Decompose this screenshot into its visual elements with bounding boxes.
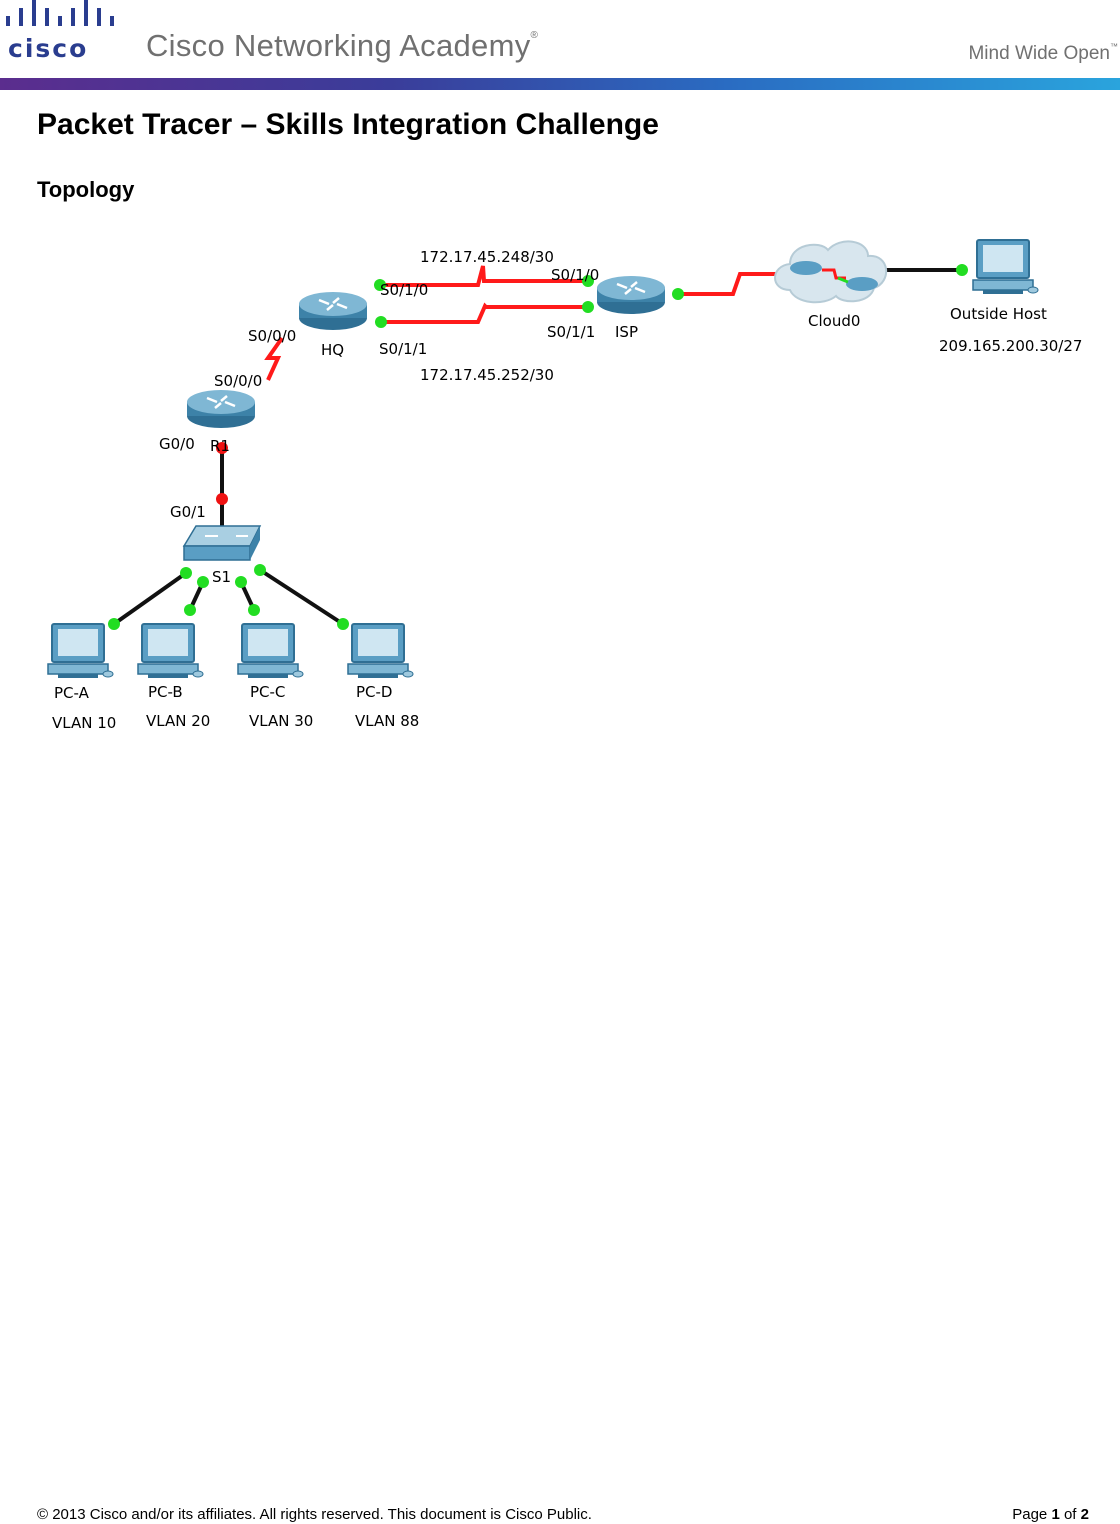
- pc-c-label: PC-C: [250, 683, 285, 701]
- r1-g00-label: G0/0: [159, 435, 195, 453]
- vlan-label-pc-c: VLAN 30: [249, 712, 313, 730]
- hq-s000-label: S0/0/0: [248, 327, 296, 345]
- isp-s011-label: S0/1/1: [547, 323, 595, 341]
- s1-g01-label: G0/1: [170, 503, 206, 521]
- outside-network-label: 209.165.200.30/27: [939, 337, 1082, 355]
- footer-copyright: © 2013 Cisco and/or its affiliates. All …: [37, 1506, 592, 1523]
- isp-router-icon: [595, 274, 667, 316]
- pc-b-label: PC-B: [148, 683, 183, 701]
- r1-router-icon: [185, 388, 257, 430]
- serial-links: [264, 265, 785, 381]
- link-hq-isp-upper: [380, 265, 588, 287]
- outside-host-icon: [972, 239, 1039, 295]
- port-status-indicators: [108, 264, 968, 630]
- hq-s011-label: S0/1/1: [379, 340, 427, 358]
- pc-c-icon: [237, 623, 304, 679]
- link-s1-pcd: [258, 568, 345, 626]
- vlan-label-pc-a: VLAN 10: [52, 714, 116, 732]
- network-label-lower: 172.17.45.252/30: [420, 366, 554, 384]
- topology-diagram: 172.17.45.248/30 172.17.45.252/30 S0/1/0…: [47, 239, 1082, 732]
- vlan-label-pc-b: VLAN 20: [146, 712, 210, 730]
- cloud0-icon: [774, 240, 888, 304]
- s1-switch-icon: [182, 525, 262, 561]
- pc-b-icon: [137, 623, 204, 679]
- hq-label: HQ: [321, 341, 344, 359]
- network-label-upper: 172.17.45.248/30: [420, 248, 554, 266]
- page-header: cisco Cisco Networking Academy® Mind Wid…: [0, 0, 1120, 92]
- r1-label: R1: [210, 437, 230, 455]
- cisco-logo-bars-icon: [6, 0, 114, 26]
- link-hq-r1: [264, 336, 284, 381]
- cloud0-label: Cloud0: [808, 312, 860, 330]
- pc-a-label: PC-A: [54, 684, 90, 702]
- link-hq-isp-lower: [381, 302, 588, 324]
- footer-page-number: Page 1 of 2: [1012, 1506, 1089, 1523]
- brand-tagline: Mind Wide Open™: [968, 42, 1118, 64]
- hq-s010-label: S0/1/0: [380, 281, 428, 299]
- isp-label: ISP: [615, 323, 638, 341]
- brand-name: Cisco Networking Academy®: [146, 28, 539, 63]
- link-s1-pca: [112, 571, 188, 626]
- s1-label: S1: [212, 568, 231, 586]
- cisco-logo-text: cisco: [8, 34, 89, 63]
- pc-d-label: PC-D: [356, 683, 392, 701]
- header-gradient-bar: [0, 78, 1120, 90]
- outside-host-label: Outside Host: [950, 305, 1047, 323]
- pc-a-icon: [47, 623, 114, 679]
- r1-s000-label: S0/0/0: [214, 372, 262, 390]
- isp-s010-label: S0/1/0: [551, 266, 599, 284]
- document-title: Packet Tracer – Skills Integration Chall…: [37, 108, 659, 141]
- section-heading-topology: Topology: [37, 177, 135, 202]
- pc-d-icon: [347, 623, 414, 679]
- link-isp-cloud: [678, 272, 785, 296]
- vlan-label-pc-d: VLAN 88: [355, 712, 419, 730]
- hq-router-icon: [297, 290, 369, 332]
